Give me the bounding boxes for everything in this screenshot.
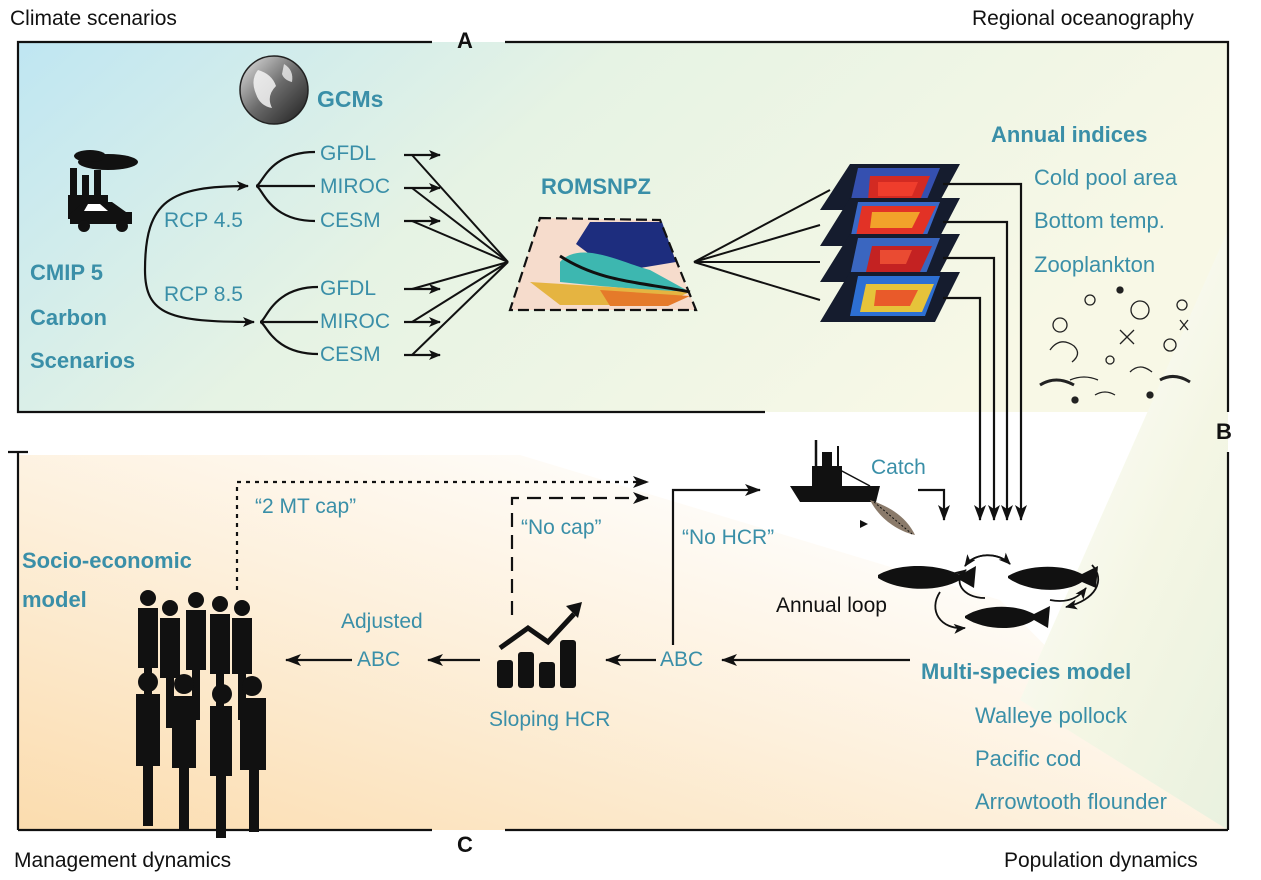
annual-loop-arrows xyxy=(934,552,1100,634)
management-arrows xyxy=(285,484,910,666)
no-cap-dashed-arrow xyxy=(510,492,649,615)
fish-silhouettes xyxy=(878,565,1098,629)
rcp-branch-lines xyxy=(143,150,319,356)
panel-label-c: C xyxy=(457,832,473,857)
socio-economic-label-line1: Socio-economic xyxy=(22,548,192,573)
cmip-label-line3: Scenarios xyxy=(30,348,136,373)
corner-label-climate-scenarios: Climate scenarios xyxy=(10,7,177,30)
sloping-hcr-icon xyxy=(497,602,582,688)
model-gfdl-rcp85: GFDL xyxy=(320,277,377,300)
gcms-label: GCMs xyxy=(317,86,384,112)
model-gfdl-rcp45: GFDL xyxy=(320,142,377,165)
converge-lines xyxy=(411,154,509,356)
factory-car-icon xyxy=(68,150,138,232)
species-arrowtooth-flounder: Arrowtooth flounder xyxy=(975,789,1167,814)
adjusted-label: Adjusted xyxy=(341,610,423,633)
index-downlines xyxy=(918,182,1027,521)
cmip-label-line2: Carbon xyxy=(30,305,107,330)
sloping-hcr-label: Sloping HCR xyxy=(489,708,611,731)
cap-dotted-arrow xyxy=(235,476,649,590)
no-hcr-label: “No HCR” xyxy=(682,526,775,549)
multi-species-model-title: Multi-species model xyxy=(921,659,1132,684)
globe-icon xyxy=(239,55,309,125)
population-panel-background xyxy=(1020,230,1228,830)
rcp85-label: RCP 8.5 xyxy=(164,283,243,306)
two-mt-cap-label: “2 MT cap” xyxy=(255,495,357,518)
fishing-boat-icon xyxy=(790,440,915,535)
annual-index-maps xyxy=(820,164,960,322)
model-arrows xyxy=(404,150,441,360)
model-cesm-rcp45: CESM xyxy=(320,209,381,232)
species-pacific-cod: Pacific cod xyxy=(975,746,1082,771)
annual-loop-label: Annual loop xyxy=(776,594,887,617)
annual-indices-title: Annual indices xyxy=(991,122,1148,147)
model-cesm-rcp85: CESM xyxy=(320,343,381,366)
no-cap-label: “No cap” xyxy=(521,516,602,539)
panel-label-a: A xyxy=(457,28,473,53)
romsnpz-map xyxy=(508,216,698,312)
management-panel-background xyxy=(18,455,1228,830)
index-cold-pool-area: Cold pool area xyxy=(1034,165,1178,190)
zooplankton-icon xyxy=(1039,286,1191,404)
index-zooplankton: Zooplankton xyxy=(1034,252,1156,277)
corner-label-management-dynamics: Management dynamics xyxy=(14,849,232,872)
panel-label-b: B xyxy=(1216,419,1232,444)
index-bottom-temp: Bottom temp. xyxy=(1034,208,1165,233)
diverge-lines xyxy=(693,189,831,301)
stakeholder-silhouettes xyxy=(136,590,266,838)
adjusted-abc-label: ABC xyxy=(357,648,401,671)
abc-label: ABC xyxy=(660,648,704,671)
rcp45-label: RCP 4.5 xyxy=(164,209,243,232)
romsnpz-label: ROMSNPZ xyxy=(541,174,651,199)
socio-economic-label-line2: model xyxy=(22,587,87,612)
model-miroc-rcp85: MIROC xyxy=(320,310,390,333)
cmip-label-line1: CMIP 5 xyxy=(30,260,103,285)
catch-label: Catch xyxy=(871,456,926,479)
corner-label-regional-oceanography: Regional oceanography xyxy=(972,7,1194,30)
corner-label-population-dynamics: Population dynamics xyxy=(1004,849,1198,872)
model-miroc-rcp45: MIROC xyxy=(320,175,390,198)
species-walleye-pollock: Walleye pollock xyxy=(975,703,1128,728)
